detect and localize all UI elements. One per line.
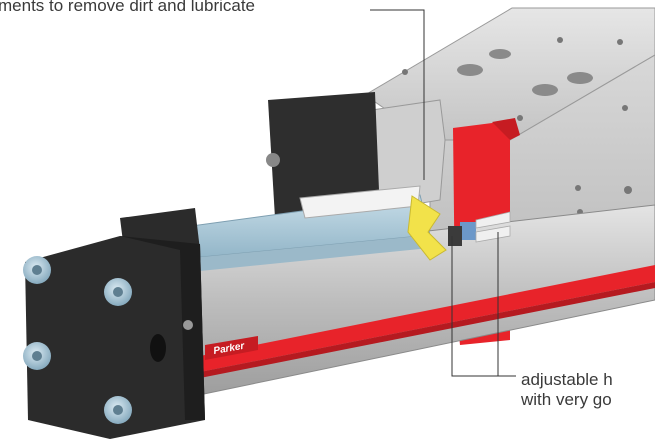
mounting-holes [402,37,632,215]
callout-line-bottom-a [451,236,516,377]
body-red-stripe [200,265,655,372]
front-end-cap [25,236,205,439]
callout-line-top [370,9,425,180]
callout-bottom-right-line2: with very go [521,390,612,409]
lubrication-felt [460,222,476,240]
carriage-screw-icon [266,153,280,167]
carriage-end-block [268,92,380,218]
end-cap-screws [23,256,132,424]
callout-bottom-right-line1: adjustable h [521,370,613,389]
side-screw-icon [183,320,193,330]
yellow-wiper [407,195,447,261]
end-cap-port [150,334,166,362]
callout-top-text: ments to remove dirt and lubricate [0,0,256,15]
